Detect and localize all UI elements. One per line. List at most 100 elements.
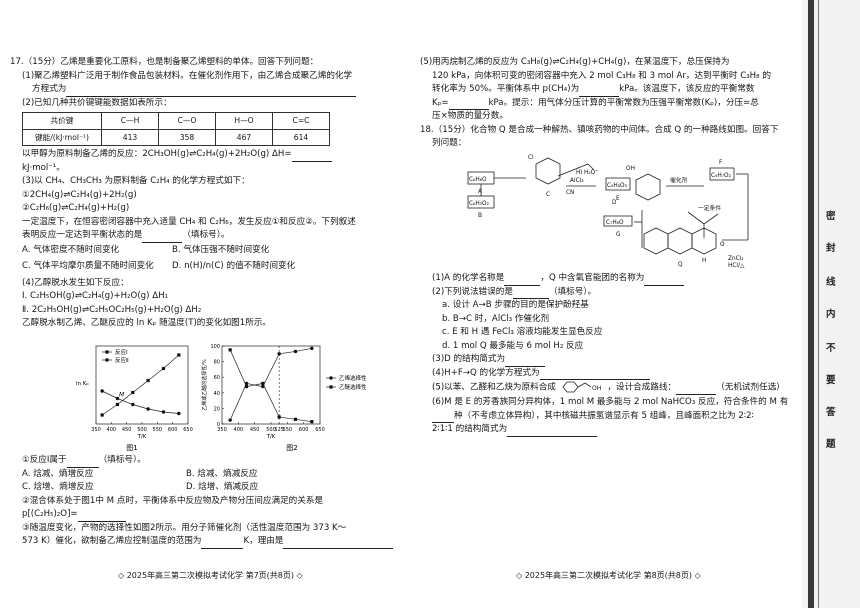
scheme-label: C₆H₆O: [469, 177, 487, 183]
x-tick-label: 500: [137, 427, 147, 433]
scheme-label: ZnCl₂: [728, 256, 744, 262]
page-footer: ◇ 2025年高三第二次模拟考试化学 第7页(共8页) ◇: [118, 571, 303, 580]
answer-blank[interactable]: [66, 457, 99, 468]
option-d[interactable]: D. 焓增、熵减反应: [186, 482, 259, 492]
scheme-label: H₂O⁺: [584, 169, 598, 176]
x-tick-label: 550: [153, 427, 163, 433]
x-tick-label: 400: [107, 427, 117, 433]
q18-part4: (4)H+F→Q 的化学方程式为: [420, 367, 800, 380]
table-header: C—H: [101, 112, 159, 130]
table-header: C=C: [272, 112, 330, 130]
data-point: [177, 411, 181, 416]
option-b[interactable]: B. 焓减、熵减反应: [186, 468, 258, 479]
x-tick-label: 650: [183, 427, 193, 433]
table-cell: 467: [215, 128, 273, 146]
legend-label: 反应Ⅰ: [115, 348, 128, 356]
q17-part5-line4: Kₚ=kPa。提示：用气体分压计算的平衡常数为压强平衡常数(Kₚ)，分压=总: [420, 97, 800, 110]
x-tick-label: 600: [168, 427, 178, 433]
point-label-M: M: [119, 391, 125, 398]
reaction-1: ①2CH₄(g)⇌C₂H₄(g)+2H₂(g): [22, 189, 137, 200]
option-d[interactable]: d. 1 mol Q 最多能与 6 mol H₂ 反应: [442, 340, 584, 351]
question-17-part5: (5)用丙烷制乙烯的反应为 C₃H₈(g)⇌C₂H₄(g)+CH₄(g)，在某温…: [420, 56, 800, 151]
q18-part6-end: 2∶1∶1 的结构简式为: [420, 423, 800, 437]
scheme-label: F: [719, 160, 722, 166]
option-c[interactable]: C. 气体平均摩尔质量不随时间变化: [22, 261, 154, 271]
x-tick-label: 400: [234, 427, 244, 433]
table-header: H—O: [215, 112, 273, 130]
data-point: [293, 417, 298, 421]
answer-blank[interactable]: [291, 151, 332, 162]
scheme-label: 催化剂: [670, 176, 688, 184]
answer-blank[interactable]: [507, 426, 598, 437]
data-point: [261, 381, 265, 386]
q17-part3-text: 一定温度下，在恒容密闭容器中充入适量 CH₄ 和 C₂H₆，发生反应①和反应②。…: [22, 216, 356, 227]
scheme-label: H: [702, 258, 706, 264]
option-d[interactable]: D. n(H)/n(C) 的值不随时间变化: [172, 261, 296, 271]
q18-part6-cont: 种（不考虑立体异构），其中核磁共振氢谱显示有 5 组峰，且峰面积之比为 2∶2∶: [420, 410, 800, 423]
data-point: [115, 396, 120, 401]
scheme-label: C₉H₇O₂: [711, 173, 731, 179]
y-axis-label: 乙烯或乙醚的选择性/%: [201, 359, 208, 411]
answer-blank[interactable]: [505, 356, 546, 367]
question-17: 17.（15分）乙烯是重要化工原料，也是制备聚乙烯塑料的单体。回答下列问题： (…: [10, 56, 398, 331]
y-tick-label: 80: [214, 360, 220, 366]
left-page: 17.（15分）乙烯是重要化工原料，也是制备聚乙烯塑料的单体。回答下列问题： (…: [0, 0, 400, 608]
q18-part5: (5)以苯、乙醛和乙炔为原料合成 OH ，设计合成路线：（无机试剂任选）: [420, 380, 800, 396]
option-c[interactable]: c. E 和 H 遇 FeCl₃ 溶液均能发生显色反应: [442, 327, 603, 337]
table-header: 共价键: [22, 112, 102, 130]
option-a[interactable]: A. 焓减、熵增反应: [22, 468, 94, 479]
y-tick-label: 40: [214, 391, 220, 397]
y-tick-label: 100: [210, 344, 220, 350]
answer-blank[interactable]: [432, 412, 454, 423]
scheme-label: CN: [566, 190, 574, 196]
answer-blank[interactable]: [142, 232, 183, 243]
option-b[interactable]: B. 气体压强不随时间变化: [172, 244, 270, 255]
option-a[interactable]: A. 气体密度不随时间变化: [22, 244, 120, 255]
data-point: [115, 402, 120, 407]
answer-blank[interactable]: [201, 538, 244, 549]
answer-blank[interactable]: [283, 538, 394, 549]
answer-blank[interactable]: [539, 369, 650, 380]
series-line: [229, 347, 312, 421]
data-point: [177, 353, 181, 357]
scheme-label: D: [612, 200, 617, 206]
legend-marker: [329, 385, 333, 389]
answer-blank[interactable]: [77, 511, 126, 522]
table-header: C—O: [158, 112, 216, 130]
reaction-II: Ⅱ. 2C₂H₅OH(g)⇌C₂H₅OC₂H₅(g)+H₂O(g) ΔH₂: [22, 304, 202, 315]
scheme-label: Cl: [528, 155, 534, 161]
q18-part1: (1)A 的化学名称是，Q 中含氧官能团的名称为: [420, 272, 800, 286]
x-tick-label: 525: [274, 427, 284, 433]
table-header-row: 共价键 C—H C—O H—O C=C: [22, 112, 330, 130]
scheme-label: A: [478, 189, 482, 195]
answer-blank[interactable]: [512, 288, 549, 299]
seal-char: 内: [826, 309, 836, 320]
q17-part3: (3)以 CH₄、CH₃CH₃ 为原料制备 C₂H₄ 的化学方程式如下：: [22, 176, 250, 186]
q18-part3: (3)D 的结构简式为: [420, 353, 800, 367]
answer-blank[interactable]: [448, 99, 489, 110]
legend-marker: [105, 350, 109, 354]
seal-char: 答: [826, 407, 836, 418]
series-line: [229, 349, 312, 423]
q17-part2: (2)已知几种共价键键能数据如表所示：: [22, 97, 172, 108]
data-point: [100, 413, 104, 417]
answer-blank[interactable]: [579, 86, 620, 97]
y-tick-label: 20: [214, 406, 220, 412]
option-a[interactable]: a. 设计 A→B 步骤的目的是保护酚羟基: [442, 300, 589, 310]
scheme-label: OH: [626, 166, 635, 172]
option-b[interactable]: b. B→C 时，AlCl₃ 作催化剂: [442, 313, 550, 324]
answer-blank[interactable]: [66, 86, 357, 97]
q17-part2-unit: kJ·mol⁻¹。: [22, 162, 65, 173]
answer-blank[interactable]: [504, 275, 541, 286]
answer-blank[interactable]: [676, 384, 717, 395]
legend-marker: [329, 376, 333, 380]
chart-caption: 图1: [126, 444, 137, 452]
data-point: [228, 348, 232, 352]
option-c[interactable]: C. 焓增、熵增反应: [22, 482, 94, 492]
answer-blank[interactable]: [644, 275, 685, 286]
seal-char: 题: [826, 439, 836, 450]
data-point: [293, 349, 298, 354]
q17-part4-1: ①反应Ⅰ属于（填标号）。: [10, 454, 398, 468]
